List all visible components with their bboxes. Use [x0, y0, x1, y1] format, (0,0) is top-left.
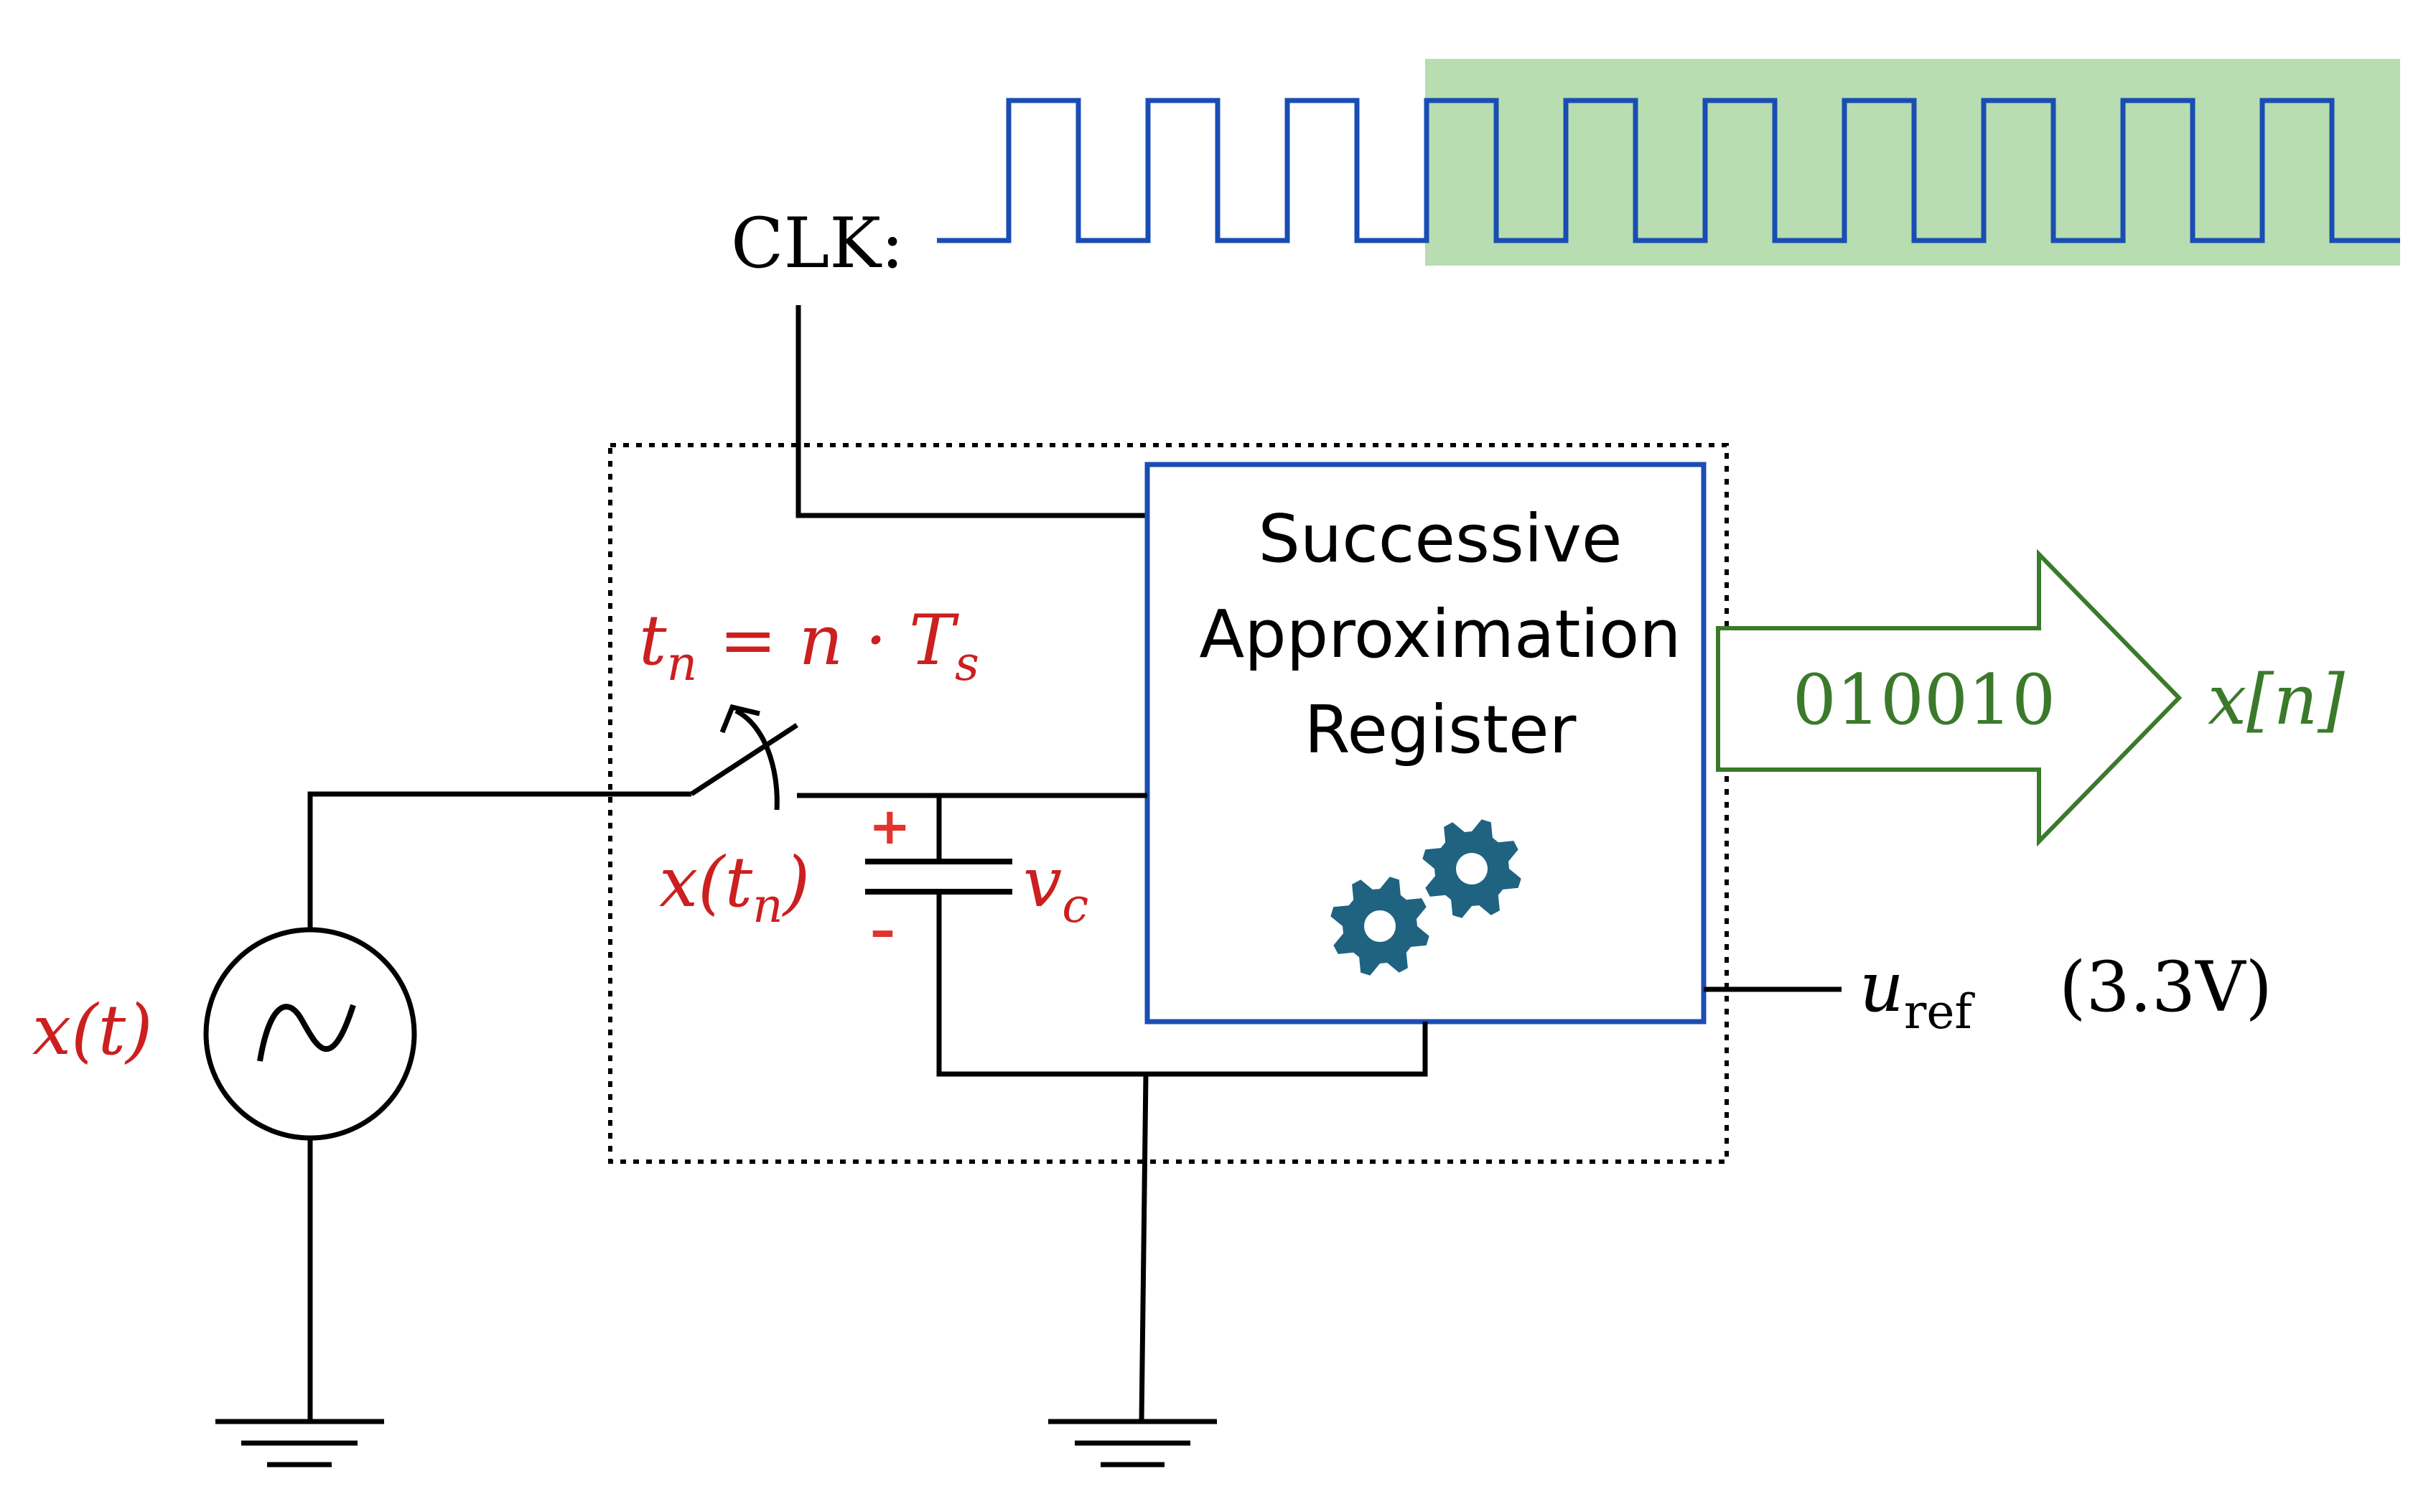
gear-hole — [1456, 853, 1488, 885]
source-wire-top — [307, 791, 691, 933]
capacitor-bottom-wire — [936, 892, 1428, 1077]
sar-block — [1144, 462, 1707, 1025]
ground-icon — [1048, 1419, 1217, 1467]
voltage-label: vc — [1023, 842, 1088, 933]
sample-label: x(tn) — [659, 842, 810, 933]
capacitor-plus: + — [869, 797, 911, 856]
voltage-label-main: v — [1023, 842, 1062, 923]
switch-label-sub-s: s — [955, 636, 979, 691]
capacitor-minus: – — [870, 901, 895, 960]
switch-label-sub-n: n — [667, 636, 698, 691]
sar-title-line3: Register — [1305, 691, 1577, 768]
switch-label: tn = n · Ts — [639, 600, 979, 691]
reference-label-main: u — [1859, 947, 1904, 1027]
switch-label-eq: = n · — [697, 600, 909, 681]
adc-boundary — [608, 443, 1729, 1164]
sar-title-line2: Approximation — [1199, 596, 1681, 673]
switch-label-t: t — [639, 600, 667, 681]
output-label: x[n] — [2208, 660, 2345, 740]
output-code: 010010 — [1793, 660, 2055, 740]
output-arrow — [1716, 549, 2183, 847]
switch-arrow — [734, 708, 780, 811]
switch-arrow-head — [719, 704, 760, 734]
reference-label: uref — [1859, 947, 1975, 1040]
gear-icon — [1330, 877, 1429, 976]
ac-source-sine — [257, 1004, 356, 1062]
sar-title-line1: Successive — [1259, 500, 1623, 577]
reference-value: (3.3V) — [2059, 947, 2272, 1027]
sample-label-main: x(t — [659, 842, 753, 923]
switch-label-T: T — [909, 600, 959, 681]
reference-label-sub: ref — [1904, 984, 1976, 1040]
clock-wire — [795, 305, 1147, 518]
voltage-label-sub: c — [1062, 878, 1088, 933]
switch-blade — [690, 723, 798, 796]
clock-label: CLK: — [731, 203, 904, 284]
gear-hole — [1364, 910, 1396, 942]
ground-icon — [215, 1419, 384, 1467]
sample-label-close: ) — [782, 842, 810, 923]
clock-waveform — [937, 98, 2400, 243]
center-ground-wire — [1139, 1073, 1149, 1422]
sample-label-sub: n — [752, 878, 783, 933]
gear-icon — [1422, 819, 1521, 918]
source-label: x(t) — [32, 990, 153, 1070]
